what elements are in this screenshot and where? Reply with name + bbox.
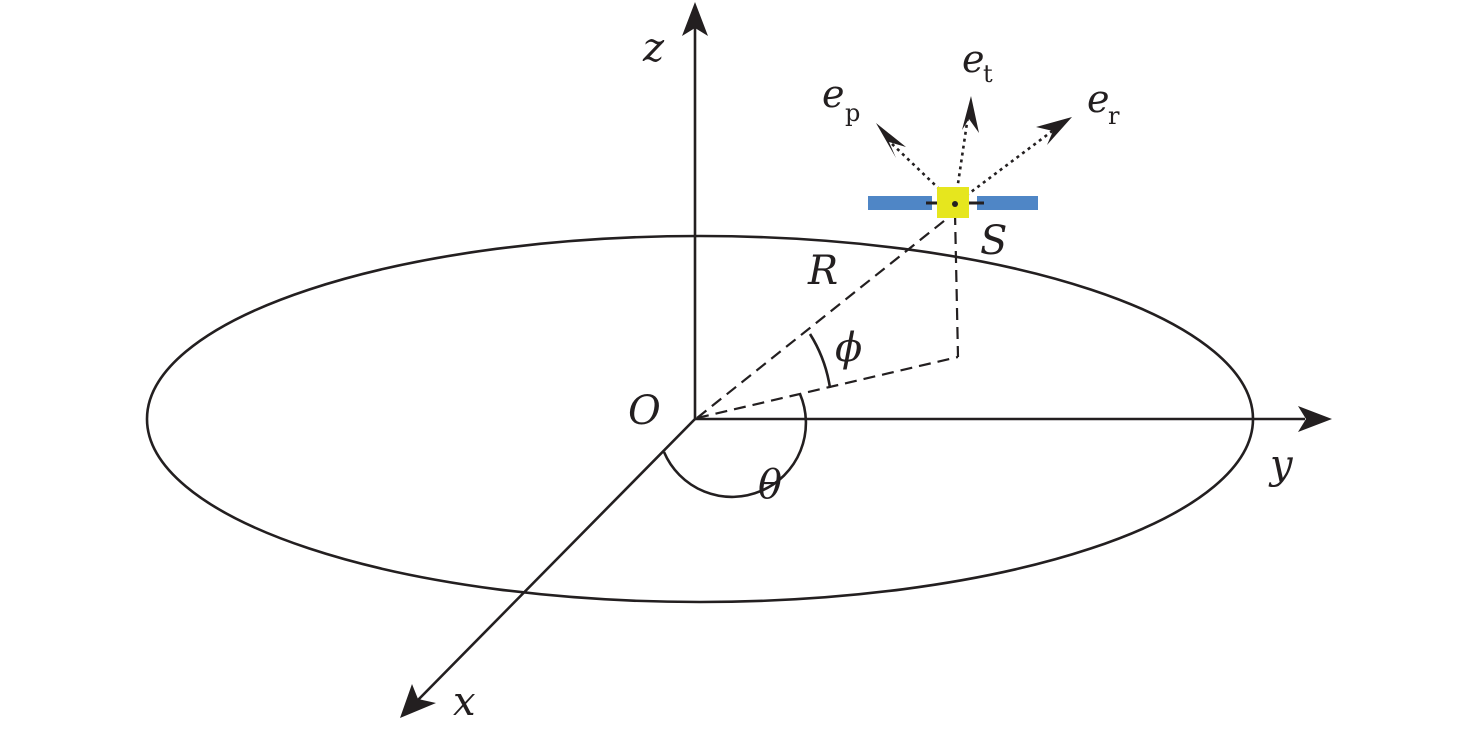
y-axis-label: y [1268, 442, 1294, 488]
solar-panel-left [868, 196, 932, 210]
phi-label: ϕ [835, 325, 862, 371]
origin-label: O [628, 388, 661, 434]
vertical-drop-line [953, 212, 960, 358]
satellite-center-dot [952, 201, 958, 207]
e-p-arrowhead [876, 123, 906, 158]
e-r-subscript: r [1108, 102, 1120, 130]
theta-label: θ [758, 462, 782, 508]
x-axis-line [417, 418, 696, 701]
satellite-label: S [980, 218, 1007, 264]
projection-line [696, 355, 959, 420]
radius-label: R [807, 248, 838, 294]
e-t-arrowhead [962, 96, 979, 133]
phi-angle-arc [808, 333, 832, 389]
radius-line [696, 212, 955, 419]
solar-panel-right [977, 196, 1038, 210]
e-p-label: e [822, 72, 845, 116]
e-t-subscript: t [983, 60, 993, 88]
e-r-label: e [1087, 77, 1110, 121]
x-axis-arrowhead [400, 684, 436, 718]
satellite-icon [868, 187, 1038, 218]
e-t-label: e [962, 37, 985, 81]
z-axis-arrowhead [682, 2, 708, 36]
z-axis-label: z [642, 25, 665, 71]
e-r-arrowhead [1036, 117, 1072, 145]
x-axis-label: x [453, 679, 476, 725]
y-axis-arrowhead [1298, 406, 1332, 432]
theta-angle-arc [662, 393, 808, 499]
e-r-vector [954, 127, 1056, 206]
e-p-subscript: p [845, 99, 860, 127]
